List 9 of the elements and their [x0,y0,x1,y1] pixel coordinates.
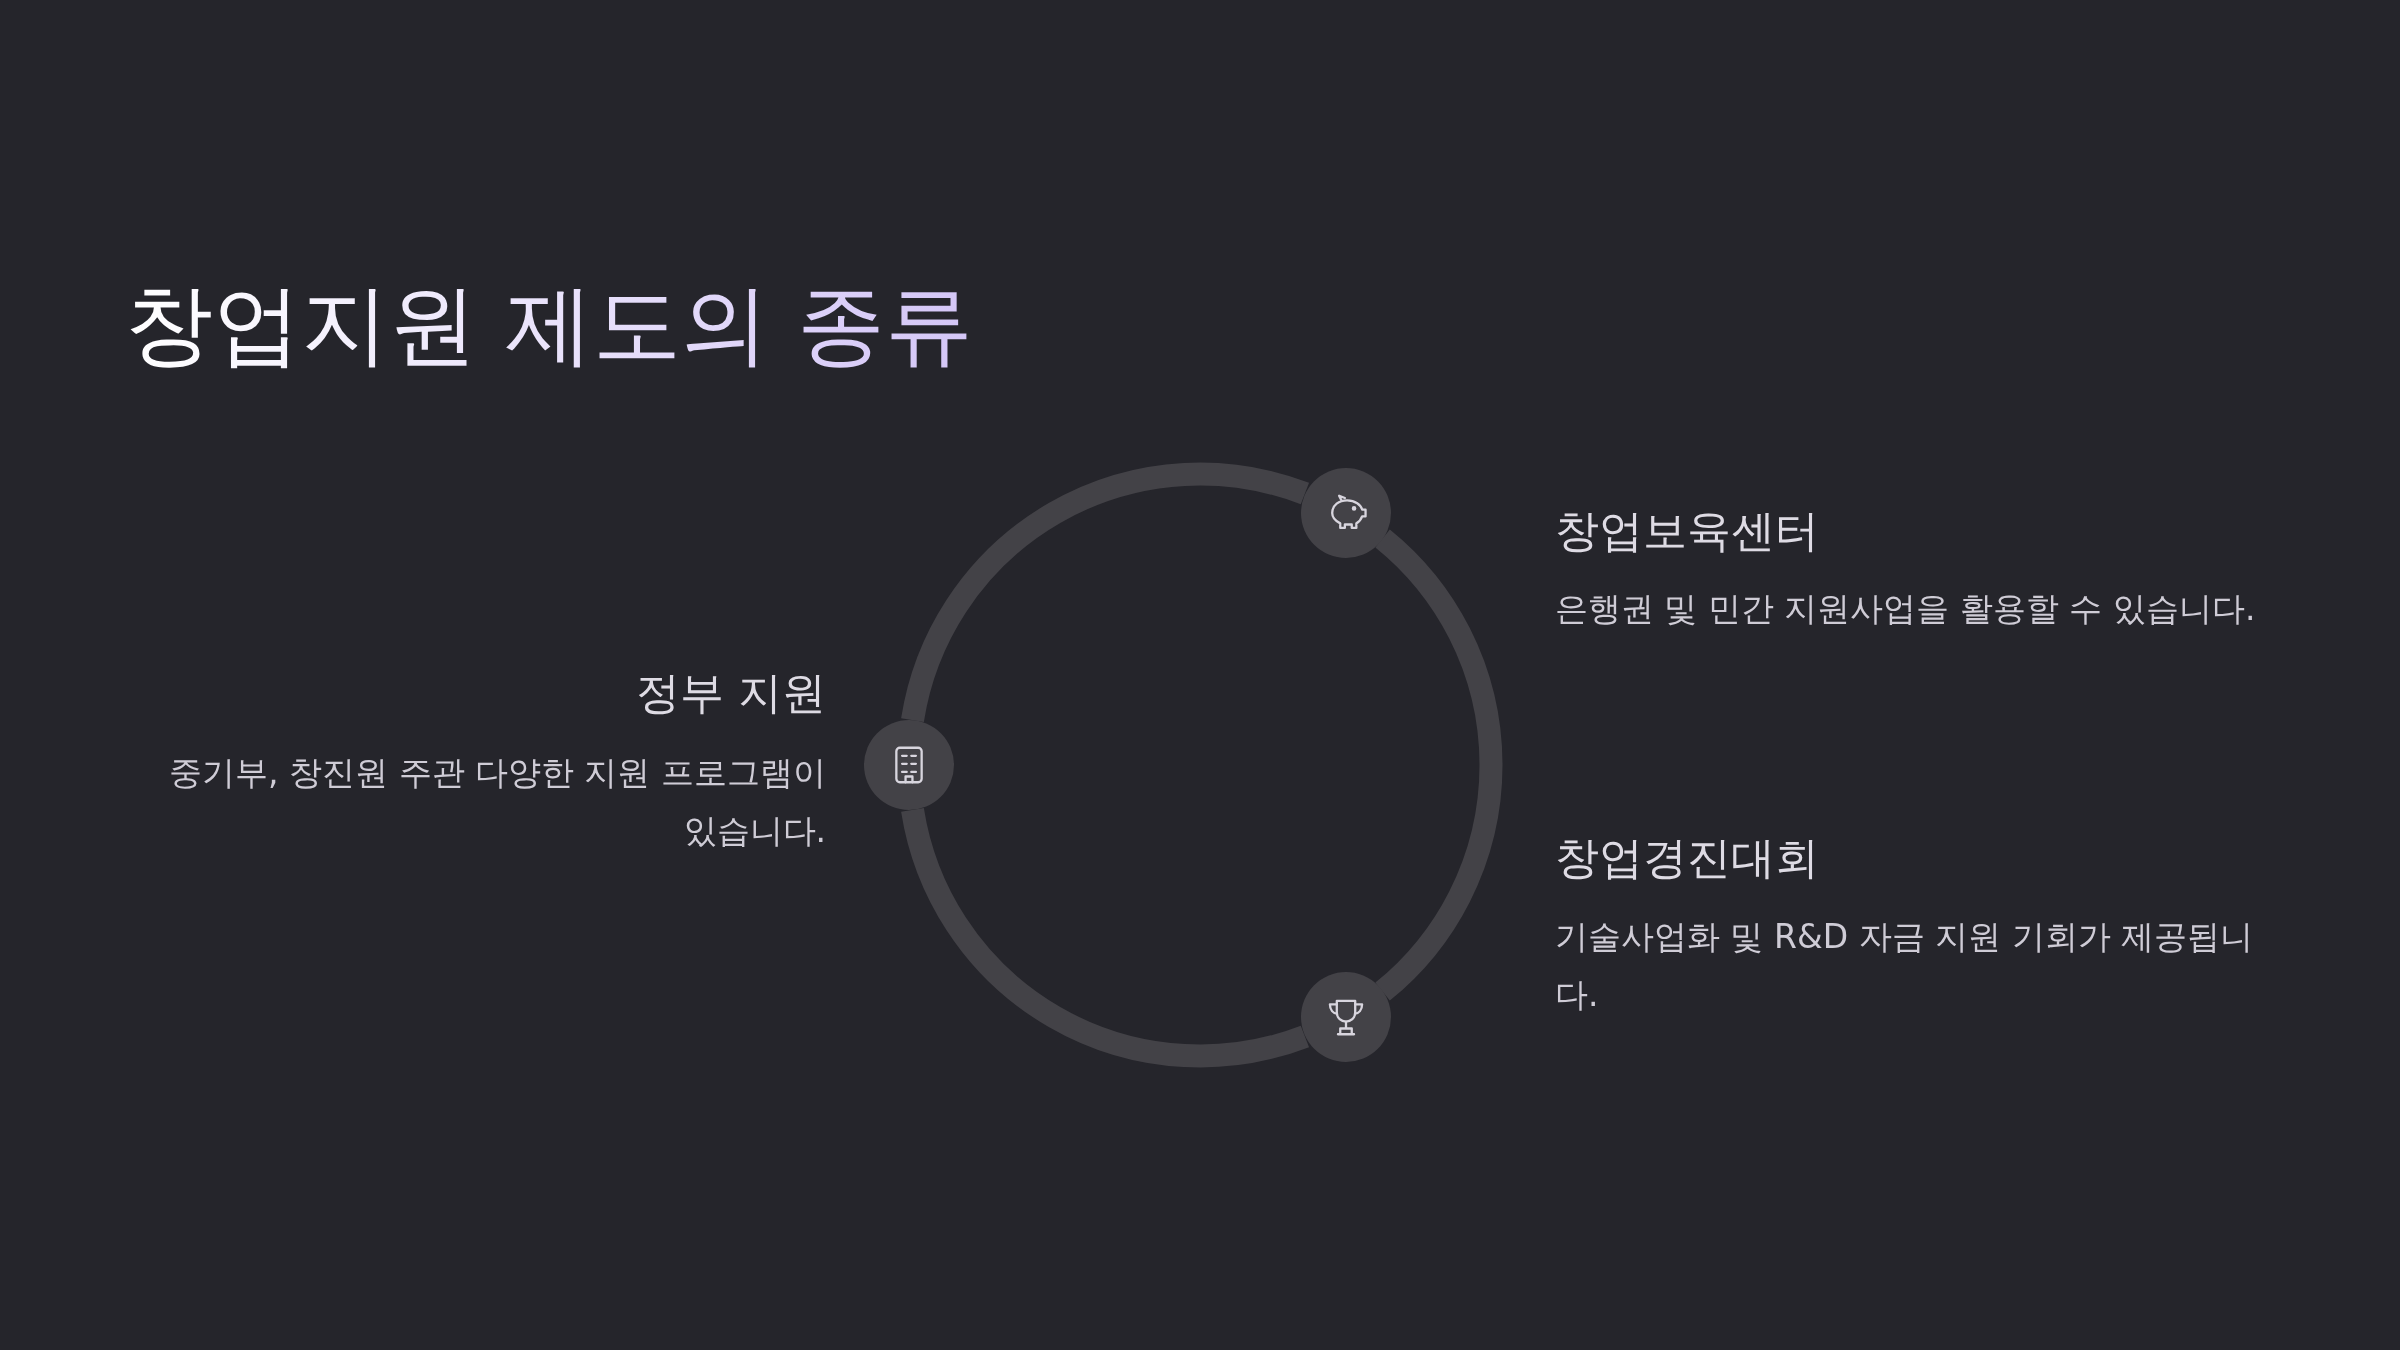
description-text: 기술사업화 및 R&D 자금 지원 기회가 제공됩니다. [1555,916,2254,1016]
ring-arc [1374,529,1503,1001]
description-text: 은행권 및 민간 지원사업을 활용할 수 있습니다. [1555,588,2257,630]
item-heading: 창업경진대회 [1555,831,1819,885]
item-heading: 창업보육센터 [1555,504,1819,558]
ring-arc [901,462,1309,723]
ring-arc [901,807,1309,1068]
item-heading: 정부 지원 [636,666,826,720]
description-text: 중기부, 창진원 주관 다양한 지원 프로그램이 있습니다. [168,752,826,852]
